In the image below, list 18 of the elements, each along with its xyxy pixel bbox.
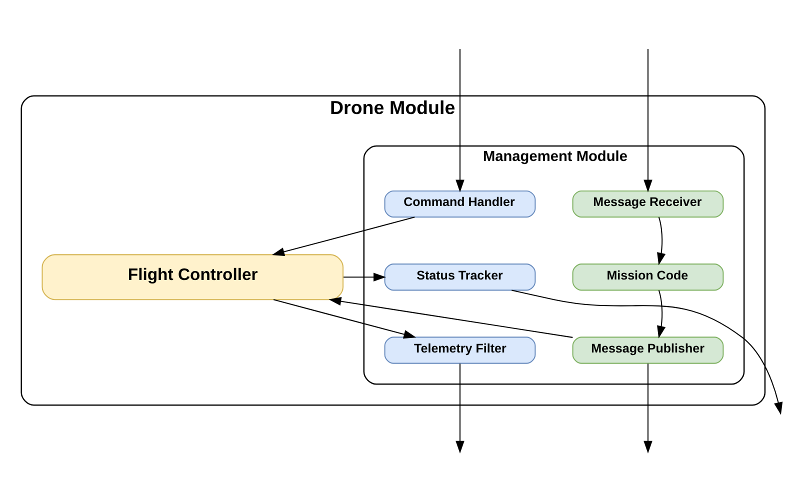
arrow: [272, 216, 415, 256]
node-box: Message Publisher: [572, 336, 724, 364]
arrow: [657, 290, 666, 338]
node-box: Flight Controller: [42, 254, 344, 300]
arrow: [644, 363, 652, 453]
node-box: Status Tracker: [384, 263, 536, 290]
arrow: [456, 363, 464, 453]
node-box: Telemetry Filter: [384, 336, 536, 364]
arrow: [644, 48, 652, 192]
node-box: Command Handler: [384, 190, 536, 218]
node-box: Mission Code: [572, 263, 724, 290]
arrow: [344, 272, 386, 282]
node-box: Message Receiver: [572, 190, 724, 218]
arrow: [328, 296, 573, 338]
arrow: [657, 216, 666, 265]
arrow: [273, 298, 416, 338]
arrow: [512, 289, 783, 414]
arrow: [456, 48, 464, 192]
